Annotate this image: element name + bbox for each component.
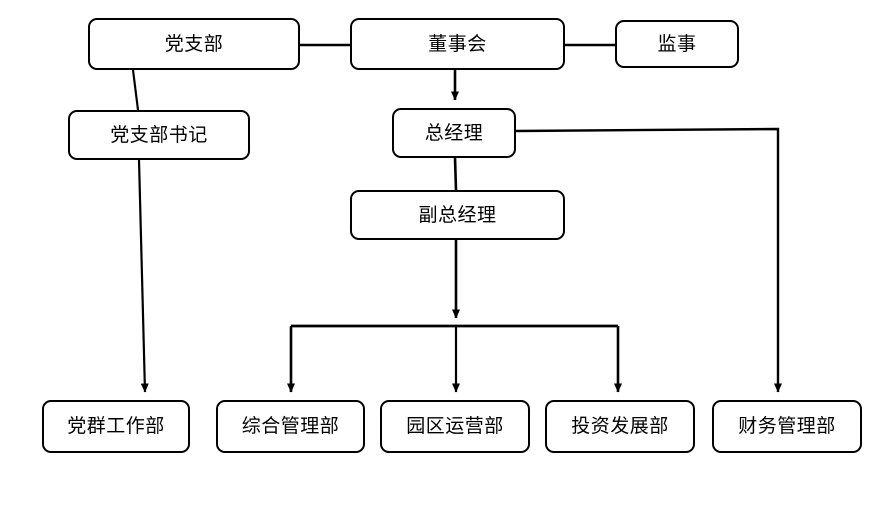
node-label-party-secretary: 党支部书记: [110, 123, 208, 146]
node-label-deputy-general-manager: 副总经理: [418, 203, 497, 226]
node-party-work-dept[interactable]: 党群工作部: [42, 400, 190, 453]
node-label-general-admin-dept: 综合管理部: [241, 415, 340, 438]
node-label-supervisor: 监事: [657, 32, 697, 55]
node-board[interactable]: 董事会: [350, 18, 565, 70]
edge-secretary-to-party-work-dept: [137, 159, 149, 393]
node-finance-dept[interactable]: 财务管理部: [712, 400, 862, 453]
node-label-party-work-dept: 党群工作部: [67, 415, 165, 438]
node-label-park-operations-dept: 园区运营部: [406, 415, 504, 438]
node-park-operations-dept[interactable]: 园区运营部: [380, 400, 530, 453]
edge-party-branch-to-secretary: [131, 69, 140, 111]
node-party-branch[interactable]: 党支部: [88, 18, 300, 70]
node-party-secretary[interactable]: 党支部书记: [68, 110, 250, 160]
node-label-general-manager: 总经理: [424, 121, 484, 144]
node-supervisor[interactable]: 监事: [615, 20, 739, 68]
node-label-investment-dept: 投资发展部: [571, 415, 669, 438]
node-label-board: 董事会: [428, 32, 487, 55]
edge-gm-to-finance-dept: [515, 127, 782, 393]
node-deputy-general-manager[interactable]: 副总经理: [350, 190, 565, 240]
node-investment-dept[interactable]: 投资发展部: [545, 400, 695, 453]
node-general-admin-dept[interactable]: 综合管理部: [216, 400, 365, 453]
node-label-finance-dept: 财务管理部: [738, 415, 836, 438]
node-general-manager[interactable]: 总经理: [392, 108, 516, 158]
node-label-party-branch: 党支部: [164, 32, 224, 55]
edge-gm-to-deputy-gm: [453, 157, 458, 191]
